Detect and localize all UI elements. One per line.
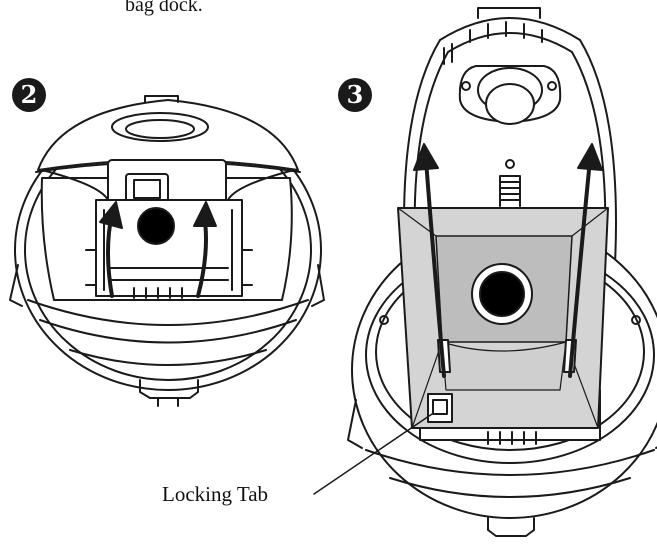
arrow3-right-head (577, 143, 603, 171)
lid-latch (144, 95, 179, 103)
lid-top-handle (477, 7, 541, 19)
locking-tab-leader-line (313, 413, 433, 495)
arrow-left-head (99, 201, 123, 229)
hose-connector-screw-right (547, 81, 557, 91)
hose-connector-pipe (485, 83, 535, 125)
dock-side-detail-left (85, 249, 97, 286)
dock-side-detail-right (241, 249, 253, 286)
hose-connector-screw-left (461, 81, 471, 91)
lower-band (27, 299, 309, 326)
base-lower-band-2 (389, 477, 631, 498)
base-side-bumper-left (347, 399, 363, 449)
figure-3-vacuum-lid-open (313, 7, 657, 537)
lid-top-ribs (469, 21, 543, 43)
spring-screw (505, 159, 515, 169)
lower-band-2 (39, 319, 297, 344)
arrow3-left-curve (424, 158, 446, 378)
base-lower-band (365, 449, 655, 476)
spring-coil (499, 175, 521, 207)
base-dock-teeth (487, 431, 537, 445)
dock-teeth (133, 287, 183, 299)
base-rim-screw-left (379, 315, 389, 325)
locking-tab-inner (432, 399, 448, 415)
bottom-wheel (139, 379, 199, 399)
locking-tab (427, 393, 453, 423)
locking-tab-label: Locking Tab (162, 482, 269, 506)
dock-bottom-grate (109, 267, 229, 281)
hose-port (111, 112, 209, 142)
side-bumper-left (9, 264, 23, 307)
hose-port-inner (125, 119, 195, 139)
figure-2-vacuum-lid-closed (9, 95, 325, 407)
caption-fragment: bag dock. (125, 0, 203, 16)
lower-band-3 (69, 349, 267, 366)
step-2-badge: 2 (12, 78, 46, 112)
lid-left-latch (443, 43, 453, 65)
dock-hole (137, 207, 175, 245)
side-bumper-right (311, 264, 325, 307)
arrow3-right-curve (568, 158, 592, 378)
base-bottom-wheel (487, 517, 535, 537)
step-3-badge: 3 (338, 78, 372, 112)
bottom-wheel-axle (157, 397, 179, 407)
arrow3-left-head (413, 143, 439, 171)
base-rim-screw-right (631, 315, 641, 325)
dust-bag-hole (479, 271, 525, 317)
arrow-right-head (193, 201, 217, 227)
bag-holder-clip-inner (133, 179, 161, 199)
